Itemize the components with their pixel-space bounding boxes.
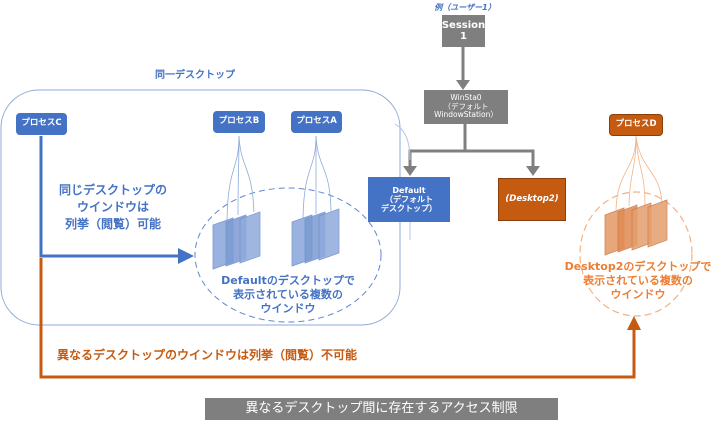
default-windows-line1: Defaultのデスクトップで (221, 274, 355, 287)
process-b-label: プロセスB (218, 116, 260, 127)
default-window-stack-a (291, 208, 340, 267)
winsta-branch-line (408, 149, 535, 168)
process-a-box: プロセスA (291, 111, 342, 133)
winsta0-line1: WinSta0 (450, 93, 482, 103)
process-d-box: プロセスD (609, 114, 663, 136)
default-windows-line3: ウインドウ (260, 302, 316, 315)
same-desktop-arrow-head (178, 248, 194, 264)
session-box: Session 1 (442, 15, 485, 47)
different-desktop-access-text: 異なるデスクトップのウインドウは列挙（閲覧）不可能 (57, 348, 358, 362)
process-a-label: プロセスA (296, 116, 337, 127)
winsta0-line3: WindowStation） (434, 110, 498, 120)
desktop2-windows-line2: 表示されている複数の (583, 274, 693, 287)
process-d-fan-lines (615, 135, 663, 211)
process-d-label: プロセスD (615, 119, 657, 130)
different-desktop-arrow-head (627, 316, 641, 330)
default-arrow-head (403, 166, 417, 176)
same-desktop-access-line3: 列挙（閲覧）可能 (64, 217, 161, 231)
desktop2-windows-boundary (579, 191, 693, 317)
session-box-line1: Session (441, 19, 486, 31)
process-c-box: プロセスC (16, 113, 67, 135)
same-desktop-access-line2: ウインドウは (76, 200, 149, 214)
different-desktop-access-line (39, 258, 636, 379)
default-desktop-line2: （デフォルト (385, 194, 433, 204)
default-desktop-line3: デスクトップ） (381, 204, 437, 214)
same-desktop-title: 同一デスクトップ (155, 70, 235, 81)
desktop2-box: (Desktop2) (498, 178, 566, 221)
desktop2-windows-line3: ウインドウ (610, 288, 666, 301)
default-windows-boundary (194, 187, 382, 323)
same-desktop-access-line1: 同じデスクトップの (58, 183, 167, 197)
desktop2-window-stack (604, 199, 668, 256)
desktop2-arrow-head (526, 166, 540, 176)
default-desktop-line1: Default (392, 185, 426, 195)
default-window-stack-b (212, 211, 261, 270)
process-b-fan-lines (226, 135, 255, 221)
process-b-box: プロセスB (213, 111, 265, 133)
process-c-label: プロセスC (21, 118, 62, 129)
winsta0-box: WinSta0 （デフォルト WindowStation） (424, 90, 508, 124)
session-example-label: 例（ユーザー1） (434, 3, 496, 12)
default-desktop-box: Default （デフォルト デスクトップ） (368, 177, 450, 222)
diagram-caption: 異なるデスクトップ間に存在するアクセス制限 (205, 398, 558, 420)
session-arrow-head (456, 80, 470, 90)
winsta0-line2: （デフォルト (443, 101, 489, 111)
desktop2-windows-caption: Desktop2のデスクトップで 表示されている複数の ウインドウ (556, 260, 720, 302)
default-windows-caption: Defaultのデスクトップで 表示されている複数の ウインドウ (203, 274, 373, 316)
winsta-side-curve (394, 123, 411, 161)
same-desktop-access-line (39, 136, 180, 258)
same-desktop-access-text: 同じデスクトップの ウインドウは 列挙（閲覧）可能 (48, 182, 178, 233)
desktop2-windows-line1: Desktop2のデスクトップで (564, 260, 712, 273)
session-box-line2: 1 (460, 31, 467, 42)
desktop2-label: (Desktop2) (505, 193, 559, 204)
default-windows-line2: 表示されている複数の (233, 288, 343, 301)
process-a-fan-lines (302, 135, 332, 219)
